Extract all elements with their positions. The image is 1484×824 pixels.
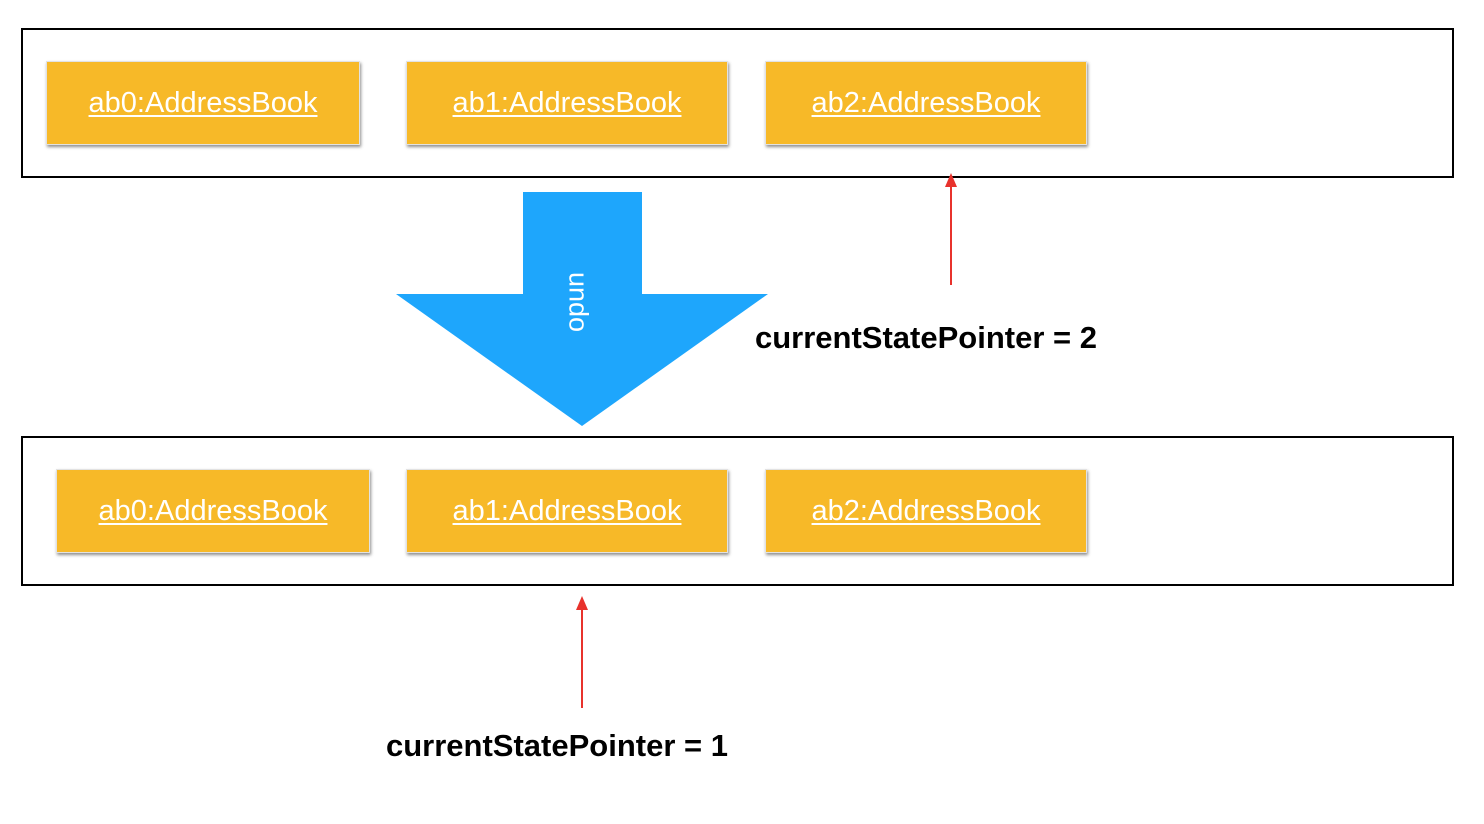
bottom-ab0-box: ab0:AddressBook: [56, 469, 370, 553]
bottom-ab2-box: ab2:AddressBook: [765, 469, 1087, 553]
undo-label: undo: [563, 271, 594, 333]
undo-arrow-shape: [396, 192, 768, 426]
bottom-ab1-label: ab1:AddressBook: [452, 494, 682, 527]
bottom-pointer-line: [581, 608, 583, 708]
bottom-state-frame: [21, 436, 1454, 586]
top-state-frame: [21, 28, 1454, 178]
top-ab1-label: ab1:AddressBook: [452, 86, 682, 119]
bottom-pointer-label: currentStatePointer = 1: [386, 728, 728, 763]
top-pointer-line: [950, 185, 952, 285]
bottom-ab2-label: ab2:AddressBook: [811, 494, 1041, 527]
top-ab2-label: ab2:AddressBook: [811, 86, 1041, 119]
top-ab1-box: ab1:AddressBook: [406, 61, 728, 145]
bottom-ab1-box: ab1:AddressBook: [406, 469, 728, 553]
bottom-ab0-label: ab0:AddressBook: [98, 494, 328, 527]
bottom-pointer-arrowhead: [576, 596, 588, 610]
top-ab0-label: ab0:AddressBook: [88, 86, 318, 119]
top-pointer-arrowhead: [945, 173, 957, 187]
undo-arrow: [396, 192, 768, 426]
top-pointer-label: currentStatePointer = 2: [755, 320, 1097, 355]
top-ab2-box: ab2:AddressBook: [765, 61, 1087, 145]
top-ab0-box: ab0:AddressBook: [46, 61, 360, 145]
